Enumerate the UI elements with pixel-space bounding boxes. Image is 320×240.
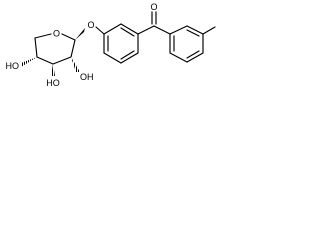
hash-bond-c3 [51,64,55,76]
hydroxyl-left-label: HO [6,61,20,71]
ring1-bond-4 [120,52,139,64]
ring2-bond-2 [186,25,204,35]
sugar-bond-3 [70,39,76,58]
wedge-bond-anomeric [75,28,85,40]
sugar-bond-4 [52,56,72,65]
ring1-bond-1 [103,23,122,35]
carbonyl-oxygen-label: O [150,2,157,12]
ring2-bond-4 [186,52,204,63]
methyl-bond [202,26,216,35]
hash-bond-c2 [71,57,80,72]
hydroxyl-bottom-right-label: OH [80,72,94,82]
ring1-double-1 [120,27,135,37]
sugar-bond-2 [61,33,76,41]
ring1-to-carbonyl-bond [137,25,155,35]
ring2-double-2 [186,29,200,37]
carbonyl-to-ring2-bond [153,25,171,35]
sugar-bond-6 [34,37,38,58]
sugar-bond-5 [36,56,54,65]
ring-oxygen-label: O [53,29,60,39]
sugar-bond-1 [34,33,52,39]
ring1-bond-5 [103,52,122,64]
ring2-double-3 [186,50,200,59]
ring2-bond-1 [169,25,188,35]
hydroxyl-bottom-left-label: HO [46,78,60,88]
glycosidic-bond [95,26,105,35]
glycosidic-oxygen-label: O [87,20,94,30]
ring1-double-2 [120,50,135,60]
ring2-bond-5 [169,52,188,63]
hash-bond-c4 [21,57,37,67]
molecule-diagram: O O O HO HO OH [0,0,221,95]
ring1-bond-2 [120,23,139,35]
structure-svg: O O O HO HO OH [6,2,216,88]
